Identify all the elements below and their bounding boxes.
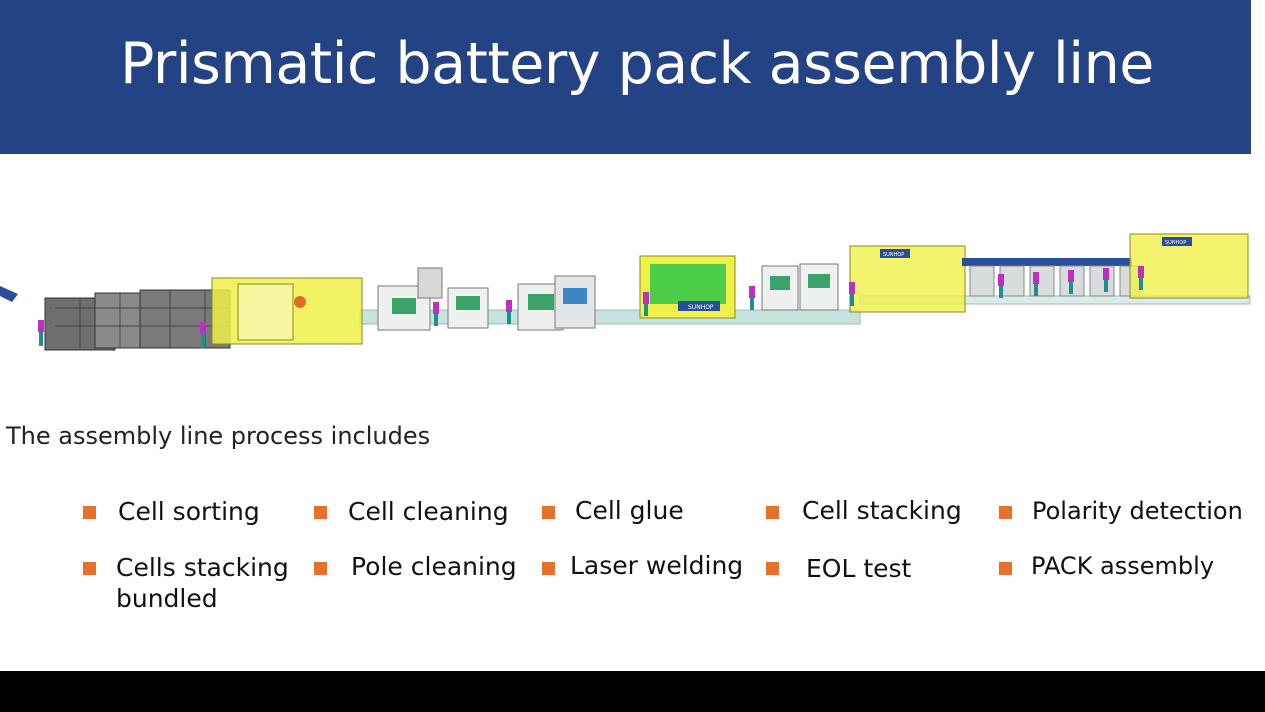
step-pack-assembly: PACK assembly xyxy=(1031,552,1215,580)
step-cell-sorting: Cell sorting xyxy=(118,497,260,526)
page-title: Prismatic battery pack assembly line xyxy=(120,31,1154,97)
step-eol-test: EOL test xyxy=(806,554,912,583)
bullet-square xyxy=(83,562,96,575)
step-pole-cleaning: Pole cleaning xyxy=(351,552,517,581)
footer-bar xyxy=(0,671,1265,712)
step-laser-welding: Laser welding xyxy=(570,551,744,580)
step-cell-cleaning: Cell cleaning xyxy=(348,497,509,526)
bullet-square xyxy=(999,562,1012,575)
bullet-square xyxy=(314,506,327,519)
logo-text-2: SUNHOP xyxy=(1165,240,1186,246)
title-banner: Prismatic battery pack assembly line xyxy=(0,0,1251,154)
step-polarity-detection: Polarity detection xyxy=(1032,497,1243,525)
bullet-square xyxy=(999,506,1012,519)
step-cell-glue: Cell glue xyxy=(575,496,684,525)
step-cell-stacking: Cell stacking xyxy=(802,496,962,525)
bullet-square xyxy=(766,506,779,519)
bullet-square xyxy=(83,506,96,519)
bullet-square xyxy=(766,562,779,575)
intro-text: The assembly line process includes xyxy=(6,422,431,450)
logo-text-1: SUNHOP xyxy=(883,252,904,258)
step-cells-stacking-bundled: Cells stacking bundled xyxy=(116,553,289,613)
bullet-square xyxy=(542,562,555,575)
bullet-square xyxy=(542,506,555,519)
assembly-line-illustration: SUNHOP SUNHOP SUNHOP xyxy=(0,233,1251,351)
bullet-square xyxy=(314,562,327,575)
logo-text-0: SUNHOP xyxy=(688,304,714,311)
